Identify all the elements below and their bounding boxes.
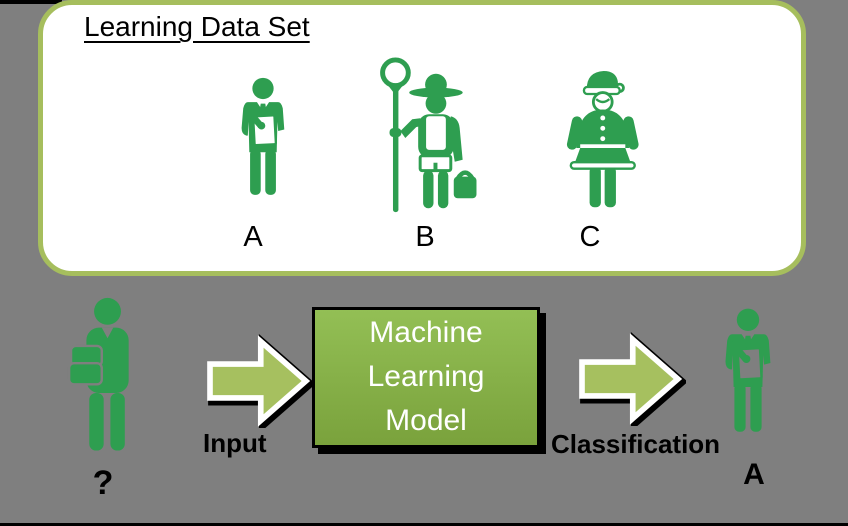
- classification-arrow-label: Classification: [551, 429, 721, 459]
- learning-data-set-title: Learning Data Set: [84, 11, 310, 42]
- top-left-black-strip: [0, 0, 62, 4]
- student-person-icon: [56, 296, 160, 464]
- category-label-b: B: [415, 221, 435, 253]
- bottom-black-strip: [0, 523, 848, 526]
- unknown-class-label: ?: [92, 464, 114, 502]
- machine-learning-model-box: Machine Learning Model: [312, 307, 540, 448]
- classification-arrow-icon: [572, 332, 686, 426]
- santa-person-icon: [552, 63, 646, 219]
- input-arrow-label: Input: [203, 428, 267, 458]
- category-label-a: A: [243, 221, 263, 253]
- input-arrow-icon: [200, 334, 314, 428]
- output-class-label: A: [743, 458, 765, 491]
- teacher-person-icon: [708, 293, 788, 453]
- model-box-line-2: Learning: [367, 360, 485, 393]
- farmer-person-icon: [378, 56, 488, 224]
- model-box-line-3: Model: [385, 404, 467, 437]
- category-label-c: C: [579, 221, 601, 253]
- teacher-person-icon: [225, 60, 301, 218]
- model-box-line-1: Machine: [369, 316, 483, 349]
